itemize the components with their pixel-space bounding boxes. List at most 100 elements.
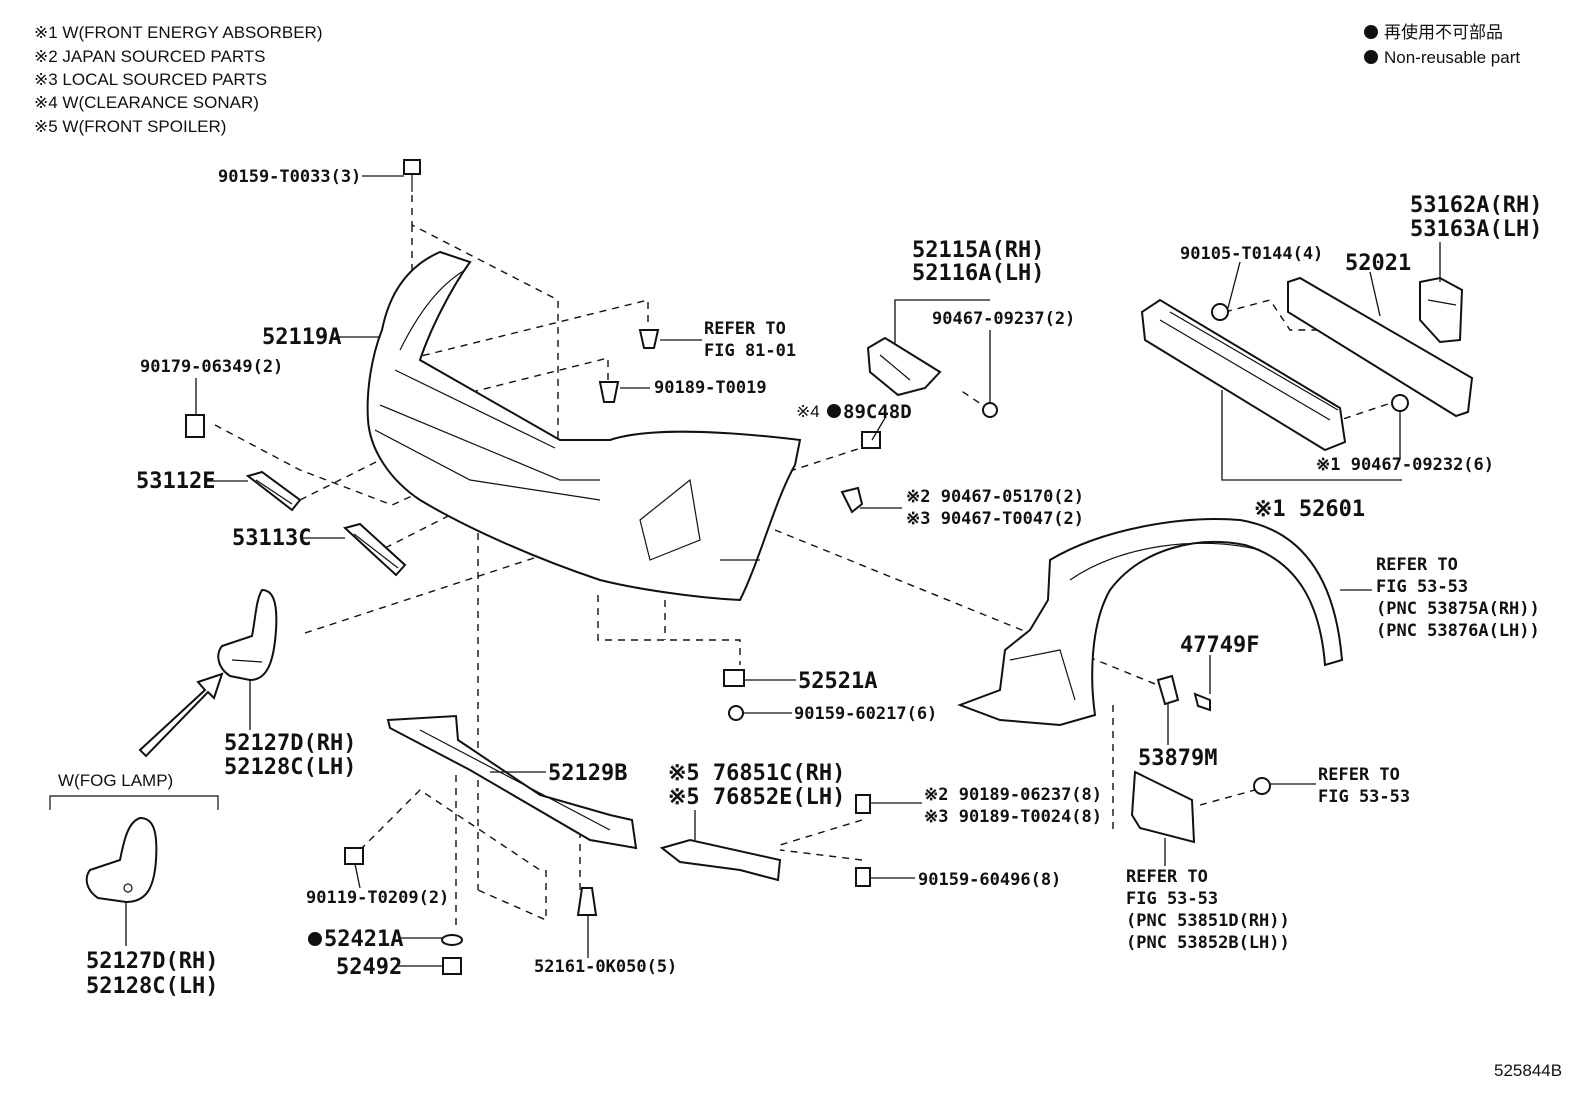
label-52119A: 52119A: [262, 325, 341, 350]
label-52129B: 52129B: [548, 761, 627, 786]
label-90467-T0047: ※3 90467-T0047(2): [906, 509, 1084, 529]
label-90189-06237: ※2 90189-06237(8): [924, 785, 1102, 805]
label-52128C-b: 52128C(LH): [86, 974, 218, 999]
sensor-89C48D: [861, 431, 881, 449]
note-4: ※4 W(CLEARANCE SONAR): [34, 93, 259, 112]
label-89C48D: 89C48D: [843, 401, 912, 423]
label-52492: 52492: [336, 955, 402, 980]
legend-line-2: Non-reusable part: [1384, 48, 1520, 67]
clip-90189-06237: [855, 794, 871, 814]
non-reusable-dot-icon: [1364, 25, 1378, 39]
refer-fig53-b-line2: FIG 53-53: [1318, 787, 1410, 807]
refer-fig53-a-line2: FIG 53-53: [1376, 577, 1468, 597]
washer-52421A: [441, 934, 463, 946]
absorber-52601: [1140, 298, 1347, 452]
note-2: ※2 JAPAN SOURCED PARTS: [34, 47, 266, 66]
clip-90467-09237: [982, 402, 998, 418]
label-90189-T0019: 90189-T0019: [654, 378, 767, 398]
label-52521A: 52521A: [798, 669, 877, 694]
nut-90179: [185, 414, 205, 438]
label-52127D-a: 52127D(RH): [224, 731, 356, 756]
grille-53113C: [342, 522, 407, 577]
label-fog-lamp: W(FOG LAMP): [58, 771, 173, 790]
bracket-53162A: [1419, 276, 1464, 344]
label-90159-60496: 90159-60496(8): [918, 870, 1061, 890]
fender-liner: [957, 518, 1344, 727]
label-52128C-a: 52128C(LH): [224, 755, 356, 780]
note-3: ※3 LOCAL SOURCED PARTS: [34, 70, 267, 89]
label-53162A: 53162A(RH): [1410, 193, 1542, 218]
spoiler-76851C: [659, 838, 782, 882]
refer-fig53-a-line1: REFER TO: [1376, 555, 1458, 575]
label-90467-09232: ※1 90467-09232(6): [1316, 455, 1494, 475]
label-90119-T0209: 90119-T0209(2): [306, 888, 449, 908]
retainer-52521A: [723, 669, 745, 687]
clip-90467-05170: [840, 486, 864, 514]
fog-lamp-cover-52127D: [85, 816, 158, 904]
clip-90467-09232: [1391, 394, 1409, 412]
legend-line-1: 再使用不可部品: [1384, 22, 1503, 42]
label-90467-05170: ※2 90467-05170(2): [906, 487, 1084, 507]
notes-block: ※1 W(FRONT ENERGY ABSORBER) ※2 JAPAN SOU…: [34, 23, 323, 136]
part-labels: 90159-T0033(3) 52119A REFER TO FIG 81-01…: [58, 167, 1562, 1080]
label-52601: ※1 52601: [1254, 497, 1365, 522]
fog-cover-52127D: [217, 588, 278, 682]
refer-fig53-c-line4: (PNC 53852B(LH)): [1126, 933, 1290, 953]
bolt-90159-60496: [855, 867, 871, 887]
refer-fig53-a-line3: (PNC 53875A(RH)): [1376, 599, 1540, 619]
label-53163A: 53163A(LH): [1410, 217, 1542, 242]
refer-fig53-a-line4: (PNC 53876A(LH)): [1376, 621, 1540, 641]
label-90159-T0033: 90159-T0033(3): [218, 167, 361, 187]
label-89C48D-note: ※4: [796, 402, 820, 421]
bumper-cover-52119A: [366, 250, 802, 602]
label-52021: 52021: [1345, 251, 1411, 276]
note-1: ※1 W(FRONT ENERGY ABSORBER): [34, 23, 323, 42]
legend: 再使用不可部品 Non-reusable part: [1364, 22, 1520, 67]
label-53112E: 53112E: [136, 469, 215, 494]
label-52161-0K050: 52161-0K050(5): [534, 957, 677, 977]
refer-fig53-c-line2: FIG 53-53: [1126, 889, 1218, 909]
bolt-52492: [442, 957, 462, 975]
label-90189-T0024: ※3 90189-T0024(8): [924, 807, 1102, 827]
refer-fig81-line2: FIG 81-01: [704, 341, 796, 361]
under-cover-52129B: [386, 714, 638, 850]
screw-47749F: [1193, 692, 1211, 712]
bolt-90159-60217: [728, 705, 744, 721]
refer-fig53-c-line1: REFER TO: [1126, 867, 1208, 887]
fog-lamp-bracket: [49, 795, 219, 810]
label-53113C: 53113C: [232, 526, 311, 551]
label-53879M: 53879M: [1138, 746, 1217, 771]
label-52116A: 52116A(LH): [912, 261, 1044, 286]
mudflap: [1130, 770, 1196, 844]
bracket-52115A: [866, 336, 942, 397]
clip-53879M: [1156, 674, 1180, 706]
clip-90189-T0019: [598, 381, 620, 403]
bolt-90105: [1211, 303, 1229, 321]
grille-53112E: [245, 470, 302, 512]
label-52421A: 52421A: [324, 927, 403, 952]
figure-id: 525844B: [1494, 1061, 1562, 1080]
refer-fig53-c-line3: (PNC 53851D(RH)): [1126, 911, 1290, 931]
reinforcement-52021: [1287, 276, 1474, 418]
label-90105-T0144: 90105-T0144(4): [1180, 244, 1323, 264]
label-90159-60217: 90159-60217(6): [794, 704, 937, 724]
label-76852E: ※5 76852E(LH): [668, 785, 845, 810]
bolt-90119: [344, 847, 364, 865]
label-90179-06349: 90179-06349(2): [140, 357, 283, 377]
refer-fig81-line1: REFER TO: [704, 319, 786, 339]
clip-fig81: [638, 329, 660, 349]
label-52127D-b: 52127D(RH): [86, 949, 218, 974]
clip-52161: [576, 887, 598, 916]
leader-lines: [125, 175, 1441, 967]
non-reusable-dot-icon: [827, 404, 841, 418]
label-52115A: 52115A(RH): [912, 238, 1044, 263]
screw-fig53-53: [1253, 777, 1271, 795]
non-reusable-dot-icon: [1364, 50, 1378, 64]
refer-fig53-b-line1: REFER TO: [1318, 765, 1400, 785]
note-5: ※5 W(FRONT SPOILER): [34, 117, 226, 136]
label-76851C: ※5 76851C(RH): [668, 761, 845, 786]
bolt-90159-T0033: [403, 159, 421, 192]
label-90467-09237: 90467-09237(2): [932, 309, 1075, 329]
label-47749F: 47749F: [1180, 633, 1259, 658]
non-reusable-dot-icon: [308, 932, 322, 946]
